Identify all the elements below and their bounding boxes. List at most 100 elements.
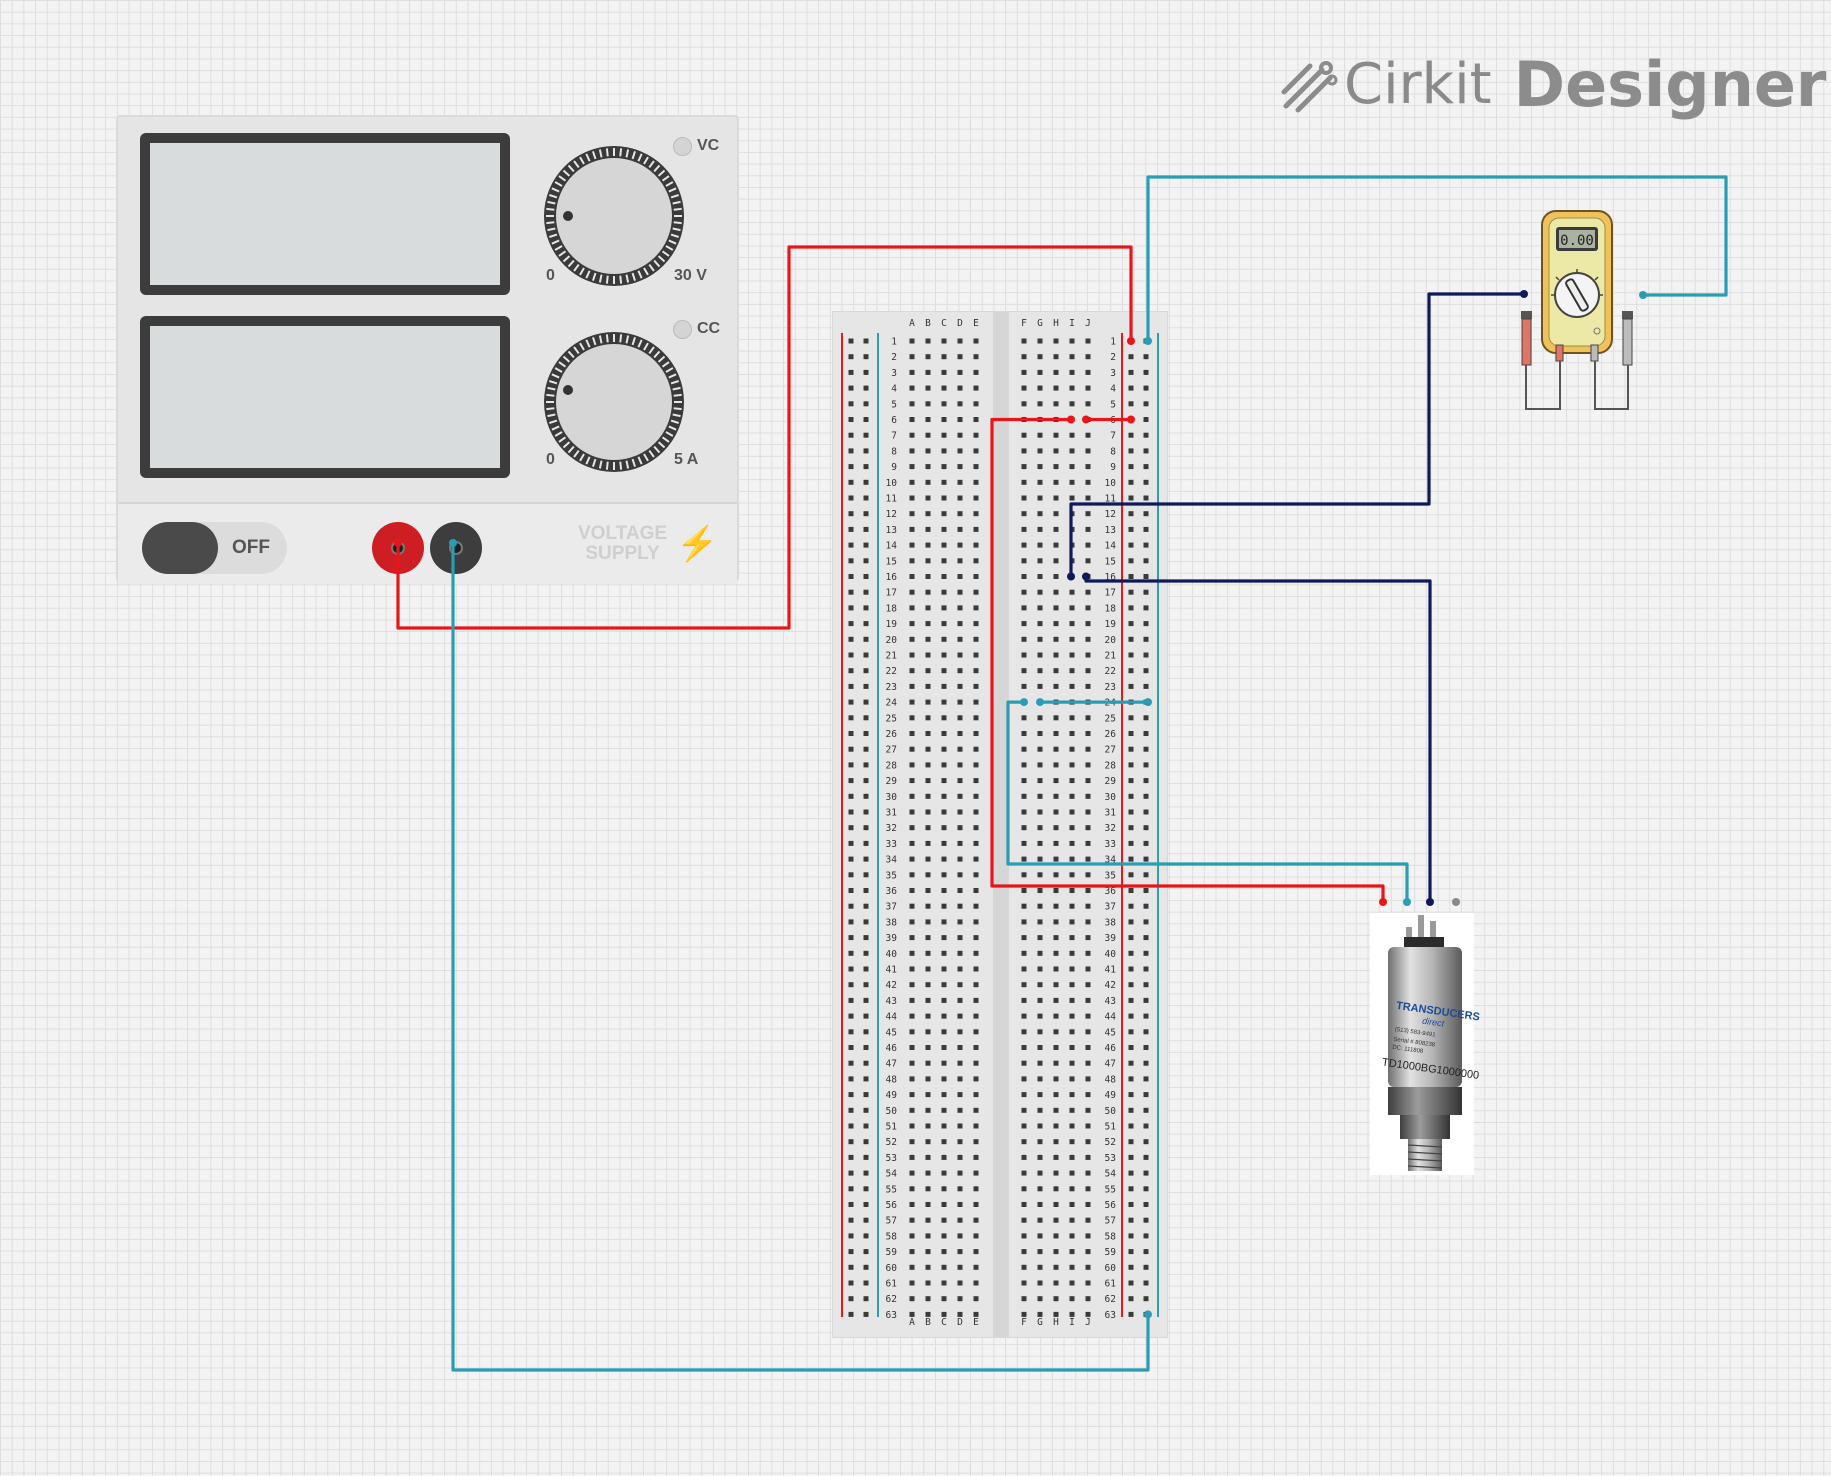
breadboard-hole xyxy=(1053,888,1059,893)
breadboard-hole xyxy=(1069,888,1075,893)
breadboard-hole xyxy=(957,417,963,422)
voltage-knob[interactable] xyxy=(542,144,687,289)
breadboard-hole xyxy=(1143,778,1149,784)
breadboard-hole xyxy=(1143,1154,1149,1160)
breadboard-hole xyxy=(1021,511,1027,517)
breadboard-hole xyxy=(1037,1139,1043,1145)
row-number-left: 25 xyxy=(886,713,897,724)
row-number-right: 59 xyxy=(1105,1247,1117,1258)
pressure-transducer[interactable]: TRANSDUCERS direct (513) 583-9491 Serial… xyxy=(1370,913,1480,1175)
breadboard-hole xyxy=(848,432,854,438)
breadboard-hole xyxy=(1143,683,1149,689)
breadboard-hole xyxy=(1128,809,1134,815)
row-number-right: 1 xyxy=(1110,337,1116,348)
breadboard-hole xyxy=(863,636,869,642)
row-number-right: 19 xyxy=(1105,619,1117,630)
breadboard-hole xyxy=(1143,1076,1149,1082)
breadboard-hole xyxy=(863,1280,869,1286)
breadboard-hole xyxy=(973,668,979,674)
row-number-right: 40 xyxy=(1105,949,1117,960)
breadboard-hole xyxy=(1037,1233,1043,1239)
breadboard-hole xyxy=(1021,605,1027,611)
power-supply-front-panel: OFF VOLTAGE SUPPLY ⚡ xyxy=(118,502,737,584)
breadboard-hole xyxy=(909,574,915,579)
row-number-right: 32 xyxy=(1105,823,1116,834)
column-label-top: G xyxy=(1037,318,1043,329)
breadboard-hole xyxy=(1128,1249,1134,1255)
breadboard-hole xyxy=(941,1217,947,1223)
breadboard-hole xyxy=(925,982,931,988)
breadboard-hole xyxy=(925,903,931,909)
row-number-left: 28 xyxy=(886,760,898,771)
breadboard-hole xyxy=(1143,385,1149,391)
breadboard-hole xyxy=(1069,1045,1075,1050)
row-number-right: 45 xyxy=(1105,1027,1116,1038)
row-number-left: 52 xyxy=(886,1137,897,1148)
breadboard-hole xyxy=(925,731,931,736)
breadboard-hole xyxy=(1037,668,1043,674)
breadboard-hole xyxy=(1021,888,1027,893)
breadboard-hole xyxy=(941,683,947,689)
breadboard-hole xyxy=(848,652,854,658)
breadboard-hole xyxy=(909,1217,915,1223)
breadboard-hole xyxy=(925,495,931,501)
breadboard-hole xyxy=(1037,605,1043,611)
multimeter[interactable]: 0.00 xyxy=(1518,203,1636,413)
breadboard-hole xyxy=(1069,872,1075,878)
wire-supply-positive-to-bb-row1 xyxy=(396,245,1133,630)
breadboard-hole xyxy=(973,589,979,595)
wire-supply-negative-to-bb-row63 xyxy=(451,543,1150,1372)
breadboard-hole xyxy=(1128,1280,1134,1286)
breadboard-hole xyxy=(1085,840,1091,846)
negative-terminal-jack[interactable] xyxy=(430,522,482,574)
breadboard-hole xyxy=(1053,1045,1059,1050)
breadboard-hole xyxy=(941,715,947,721)
breadboard-hole xyxy=(1085,432,1091,438)
breadboard[interactable] xyxy=(832,311,1168,1338)
row-number-left: 24 xyxy=(886,698,898,709)
row-number-left: 3 xyxy=(891,368,897,379)
breadboard-hole xyxy=(1085,495,1091,501)
breadboard-hole xyxy=(941,903,947,909)
breadboard-hole xyxy=(863,1107,869,1113)
voltage-display xyxy=(140,133,510,295)
power-switch[interactable]: OFF xyxy=(142,522,287,574)
breadboard-hole xyxy=(973,542,979,548)
breadboard-hole xyxy=(925,1139,931,1145)
breadboard-hole xyxy=(1037,856,1043,862)
breadboard-hole xyxy=(848,778,854,784)
breadboard-hole xyxy=(1021,1233,1027,1239)
breadboard-hole xyxy=(1053,1123,1059,1129)
breadboard-hole xyxy=(941,778,947,784)
wire-multimeter-to-bb-row11 xyxy=(1069,292,1524,577)
breadboard-hole xyxy=(909,1311,915,1317)
column-label-top: I xyxy=(1069,318,1075,329)
breadboard-hole xyxy=(909,338,915,344)
power-supply[interactable]: VC 0 30 V CC 0 5 A OFF VOLTAGE SUPPLY ⚡ xyxy=(116,115,739,584)
breadboard-hole xyxy=(1143,511,1149,517)
row-number-left: 57 xyxy=(886,1216,897,1227)
current-knob[interactable] xyxy=(542,330,687,475)
wire-endpoint xyxy=(1067,415,1075,424)
breadboard-hole xyxy=(1053,605,1059,611)
breadboard-hole xyxy=(1085,731,1091,736)
breadboard-hole xyxy=(863,1264,869,1270)
breadboard-hole xyxy=(973,1154,979,1160)
breadboard-hole xyxy=(957,1045,963,1050)
breadboard-hole xyxy=(925,715,931,721)
voltage-min-label: 0 xyxy=(546,267,555,284)
breadboard-hole xyxy=(925,935,931,941)
breadboard-hole xyxy=(941,574,947,579)
breadboard-hole xyxy=(1128,464,1134,470)
row-number-left: 18 xyxy=(886,603,898,614)
breadboard-hole xyxy=(973,1249,979,1255)
breadboard-hole xyxy=(957,558,963,564)
breadboard-hole xyxy=(1143,1296,1149,1302)
breadboard-hole xyxy=(973,464,979,470)
breadboard-hole xyxy=(973,621,979,627)
breadboard-hole xyxy=(848,417,854,422)
breadboard-hole xyxy=(973,1264,979,1270)
breadboard-hole xyxy=(941,1139,947,1145)
breadboard-hole xyxy=(973,888,979,893)
breadboard-hole xyxy=(941,621,947,627)
